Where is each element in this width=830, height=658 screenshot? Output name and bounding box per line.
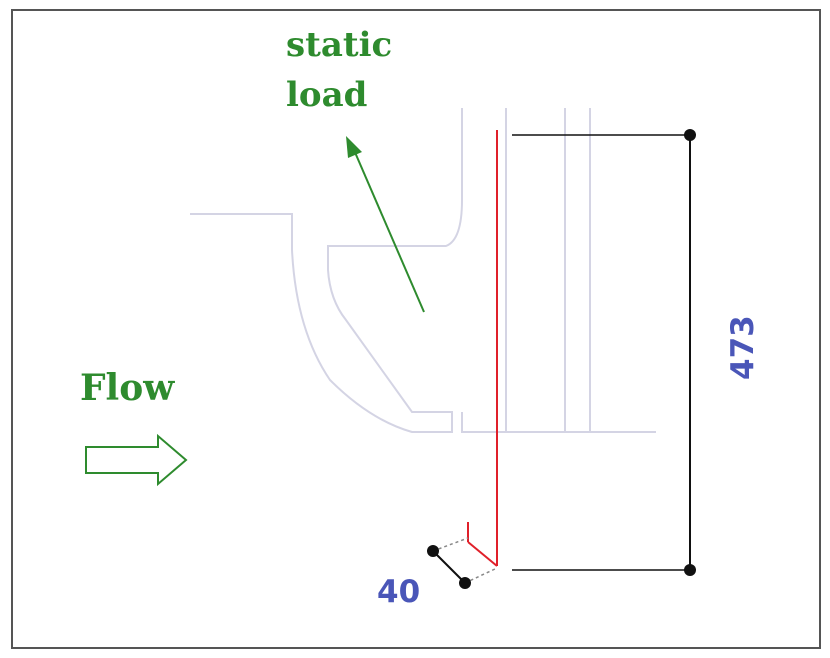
small-dim-extension-top <box>432 537 469 552</box>
small-dim-line <box>432 550 466 584</box>
height-dimension <box>512 129 696 576</box>
flow-arrow <box>85 433 188 487</box>
small-dimension-label: 40 <box>377 574 421 610</box>
flow-label: Flow <box>80 367 175 409</box>
gate-plate <box>467 130 498 567</box>
small-dim-dot-2 <box>459 577 471 589</box>
static-load-arrow-head <box>346 136 362 158</box>
small-dim-dot-1 <box>427 545 439 557</box>
frame-border <box>11 9 821 649</box>
static-load-label-line1: static <box>286 25 393 65</box>
static-load-arrow <box>346 136 425 313</box>
outline-bottom-line <box>461 412 656 433</box>
dim-top-dot <box>684 129 696 141</box>
outline-inner-shape <box>190 108 463 433</box>
structure-outline <box>190 108 656 433</box>
gate-lip-line <box>467 541 498 567</box>
static-load-label-line2: load <box>286 75 368 115</box>
static-load-arrow-shaft <box>353 149 425 313</box>
dim-bottom-dot <box>684 564 696 576</box>
height-dimension-label: 473 <box>725 315 761 380</box>
small-dimension <box>427 537 498 589</box>
